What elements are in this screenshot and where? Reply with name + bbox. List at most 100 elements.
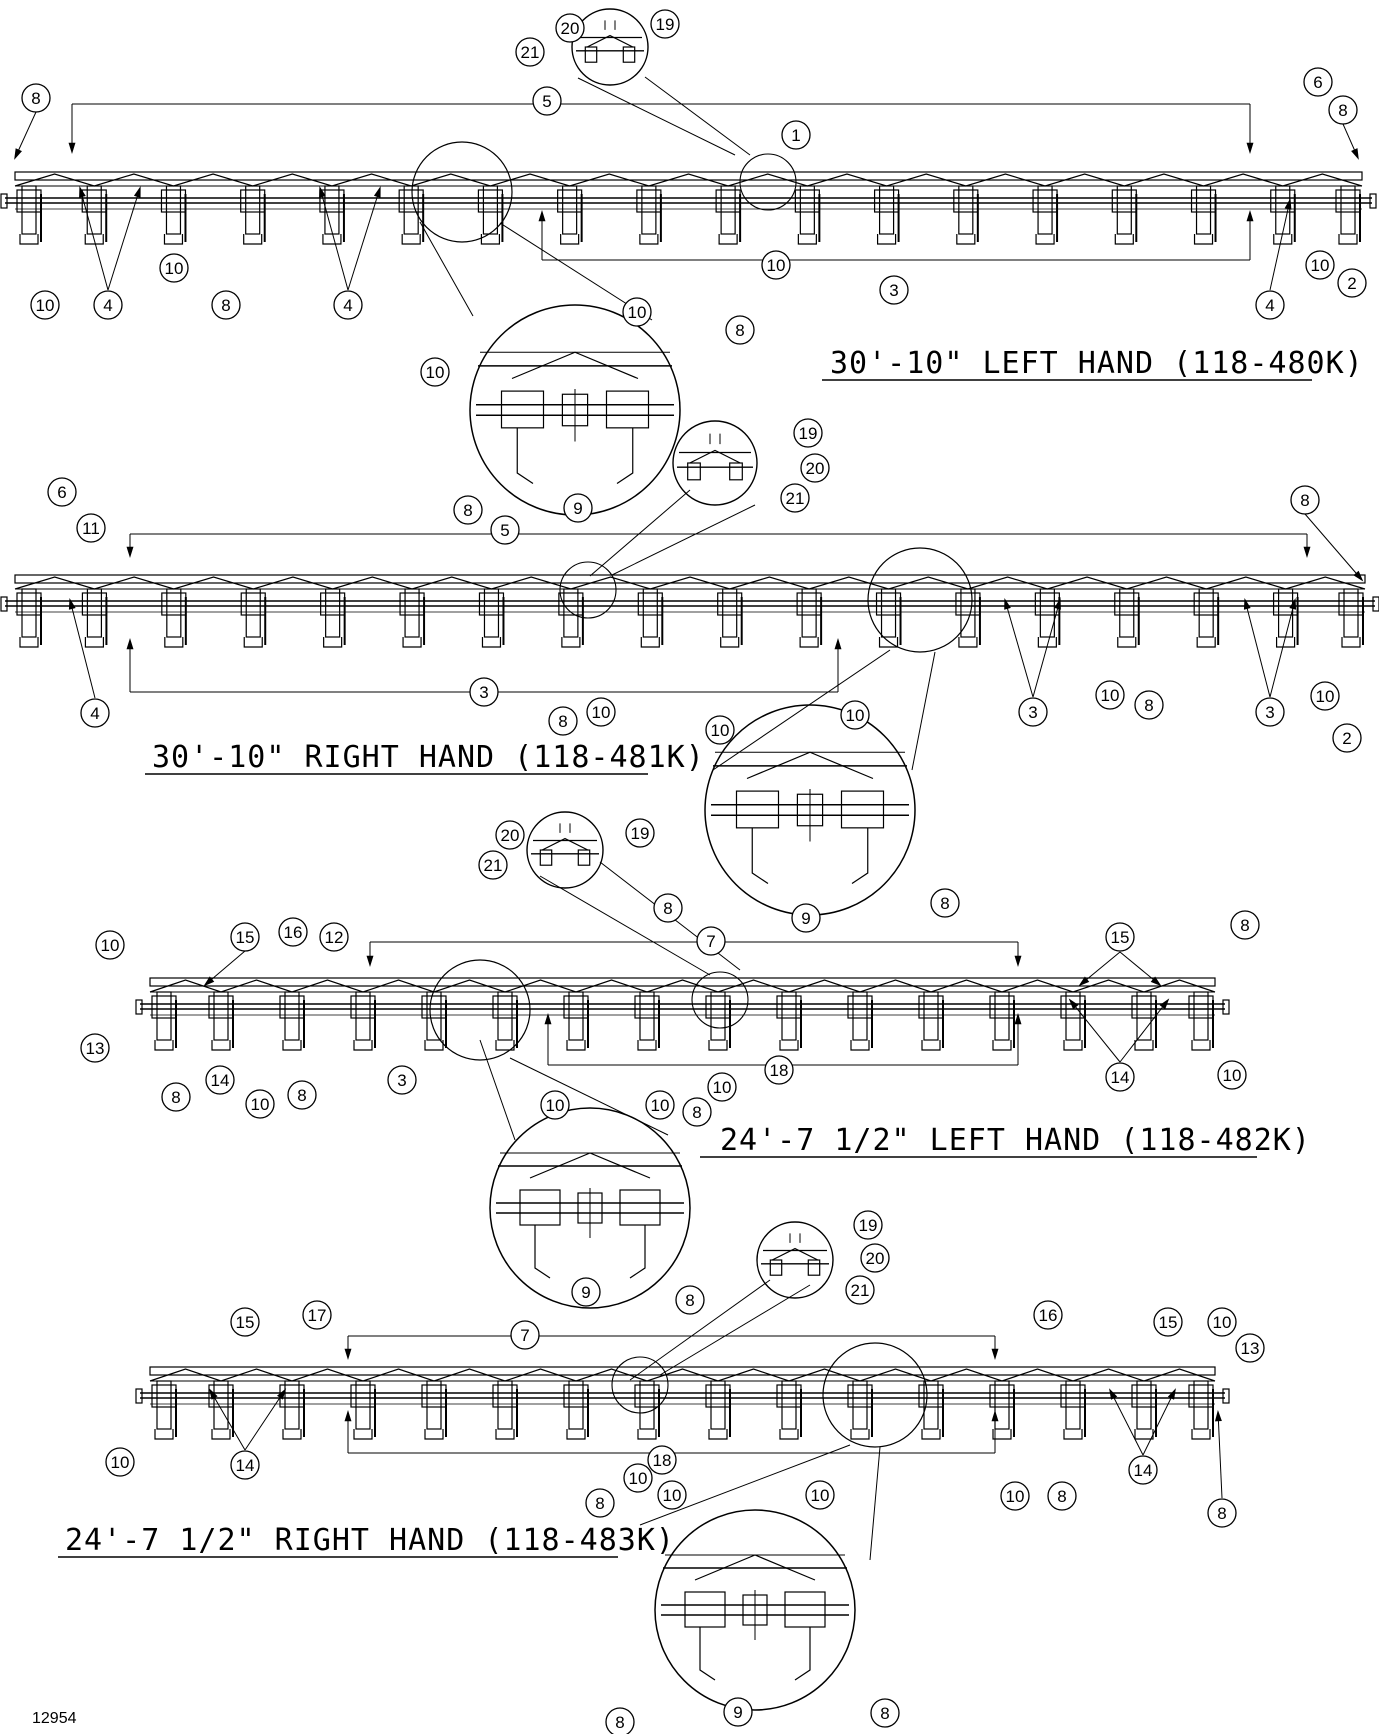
callout-number: 10: [1316, 687, 1335, 706]
callout-bubble: 10: [705, 715, 735, 745]
callout-number: 21: [484, 856, 503, 875]
callout-number: 2: [1347, 274, 1356, 293]
callout-number: 17: [308, 1306, 327, 1325]
callout-bubble: 8: [548, 706, 578, 736]
callout-number: 8: [615, 1713, 624, 1732]
callout-bubble: 20: [555, 13, 585, 43]
callout-number: 10: [1223, 1066, 1242, 1085]
callout-bubble: 5: [532, 86, 562, 116]
callout-bubble: 12: [319, 922, 349, 952]
callout-bubble: 8: [1290, 485, 1320, 515]
callout-number: 8: [735, 321, 744, 340]
callout-number: 8: [1338, 101, 1347, 120]
callout-number: 3: [397, 1071, 406, 1090]
callout-number: 8: [692, 1103, 701, 1122]
callout-bubble: 10: [805, 1480, 835, 1510]
figure-number: 12954: [32, 1710, 77, 1727]
callout-bubble: 8: [1207, 1498, 1237, 1528]
callout-number: 10: [426, 363, 445, 382]
callout-number: 10: [628, 303, 647, 322]
callout-bubble: 8: [930, 888, 960, 918]
callout-number: 10: [1213, 1313, 1232, 1332]
callout-bubble: 8: [605, 1707, 635, 1734]
callout-number: 14: [211, 1071, 230, 1090]
callout-number: 21: [521, 43, 540, 62]
callout-bubble: 10: [30, 290, 60, 320]
callout-bubble: 10: [105, 1447, 135, 1477]
callout-bubble: 8: [1230, 910, 1260, 940]
callout-number: 10: [846, 706, 865, 725]
callout-number: 10: [165, 259, 184, 278]
callout-number: 10: [111, 1453, 130, 1472]
callout-number: 19: [799, 424, 818, 443]
callout-number: 5: [500, 521, 509, 540]
callout-bubble: 20: [800, 453, 830, 483]
callout-number: 20: [561, 19, 580, 38]
callout-bubble: 21: [515, 37, 545, 67]
callout-bubble: 1: [781, 120, 811, 150]
callout-bubble: 8: [870, 1698, 900, 1728]
callout-bubble: 8: [453, 495, 483, 525]
callout-bubble: 21: [845, 1275, 875, 1305]
callout-number: 18: [770, 1061, 789, 1080]
callout-bubble: 8: [211, 290, 241, 320]
callout-number: 4: [90, 704, 99, 723]
callout-bubble: 10: [586, 697, 616, 727]
callout-number: 10: [592, 703, 611, 722]
callout-bubble: 14: [205, 1065, 235, 1095]
callout-number: 2: [1342, 729, 1351, 748]
callout-bubble: 9: [723, 1697, 753, 1727]
callout-bubble: 21: [478, 850, 508, 880]
callout-number: 8: [297, 1086, 306, 1105]
callout-bubble: 19: [650, 9, 680, 39]
callout-number: 8: [880, 1704, 889, 1723]
callout-number: 10: [651, 1096, 670, 1115]
callout-number: 16: [284, 923, 303, 942]
callout-bubble: 3: [469, 677, 499, 707]
callout-bubble: 10: [1217, 1060, 1247, 1090]
callout-bubble: 10: [95, 930, 125, 960]
callout-number: 8: [1057, 1487, 1066, 1506]
callout-bubble: 4: [333, 290, 363, 320]
callout-number: 13: [1241, 1339, 1260, 1358]
callout-bubble: 8: [1328, 95, 1358, 125]
callout-bubble: 2: [1337, 268, 1367, 298]
callout-bubble: 4: [1255, 290, 1285, 320]
callout-bubble: 10: [159, 253, 189, 283]
callout-bubble: 10: [622, 297, 652, 327]
callout-bubble: 3: [879, 275, 909, 305]
callout-bubble: 7: [510, 1320, 540, 1350]
callout-number: 9: [573, 499, 582, 518]
callout-bubble: 6: [47, 477, 77, 507]
callout-bubble: 10: [1310, 681, 1340, 711]
callout-number: 8: [595, 1494, 604, 1513]
callout-bubble: 5: [490, 515, 520, 545]
title-30-10-left-hand: 30'-10" LEFT HAND (118-480K): [830, 346, 1364, 381]
callout-bubble: 19: [793, 418, 823, 448]
callout-bubble: 10: [840, 700, 870, 730]
callout-bubble: 14: [1128, 1455, 1158, 1485]
callout-bubble: 13: [1235, 1333, 1265, 1363]
callout-bubble: 10: [1000, 1481, 1030, 1511]
callout-number: 3: [1265, 703, 1274, 722]
callout-bubble: 10: [761, 250, 791, 280]
callout-bubble: 4: [93, 290, 123, 320]
callout-number: 14: [1134, 1461, 1153, 1480]
callout-bubble: 6: [1303, 67, 1333, 97]
callout-bubble: 10: [1207, 1307, 1237, 1337]
callout-bubble: 14: [230, 1450, 260, 1480]
callout-number: 8: [1217, 1504, 1226, 1523]
callout-number: 10: [251, 1095, 270, 1114]
callout-number: 6: [57, 483, 66, 502]
callout-bubble: 7: [696, 926, 726, 956]
callout-bubble: 8: [21, 83, 51, 113]
callout-number: 4: [1265, 296, 1274, 315]
callout-bubble: 16: [1033, 1300, 1063, 1330]
callout-number: 15: [1159, 1313, 1178, 1332]
callout-bubble: 10: [645, 1090, 675, 1120]
callout-number: 9: [733, 1703, 742, 1722]
callout-bubble: 2: [1332, 723, 1362, 753]
callout-bubble: 8: [161, 1082, 191, 1112]
callout-number: 21: [851, 1281, 870, 1300]
